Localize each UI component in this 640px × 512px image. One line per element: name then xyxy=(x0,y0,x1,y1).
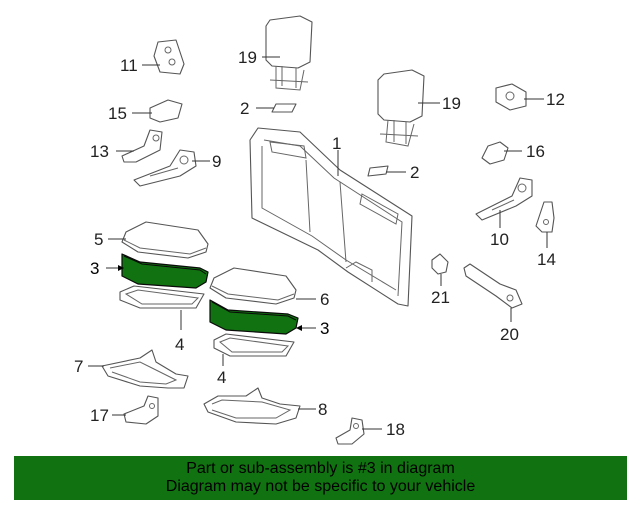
callout-8: 8 xyxy=(318,400,327,419)
bracket-18 xyxy=(335,417,365,445)
callout-16: 16 xyxy=(526,142,545,161)
headrest-left xyxy=(265,15,313,91)
callout-20: 20 xyxy=(500,325,519,344)
callout-5: 5 xyxy=(94,230,103,249)
headrest-right xyxy=(377,69,425,147)
callout-2a: 2 xyxy=(240,99,249,118)
bracket-17 xyxy=(123,395,159,425)
clip-2-upper xyxy=(271,103,297,113)
part-14 xyxy=(535,201,555,233)
bracket-20 xyxy=(463,263,523,309)
banner-line-1: Part or sub-assembly is #3 in diagram xyxy=(186,460,455,477)
hinge-10 xyxy=(475,177,533,221)
part-12 xyxy=(495,83,527,111)
callout-6: 6 xyxy=(320,290,329,309)
callout-17: 17 xyxy=(90,406,109,425)
info-banner: Part or sub-assembly is #3 in diagram Di… xyxy=(14,456,627,500)
callout-19a: 19 xyxy=(238,48,257,67)
callout-2b: 2 xyxy=(410,163,419,182)
cushion-pad-5 xyxy=(121,221,209,259)
frame-8 xyxy=(203,387,301,425)
callout-1: 1 xyxy=(332,134,341,153)
highlighted-part-3-left xyxy=(121,253,209,289)
arrow-3a xyxy=(118,265,124,271)
hinge-9 xyxy=(133,149,197,187)
frame-4-left xyxy=(119,285,205,309)
callout-15: 15 xyxy=(108,104,127,123)
callout-9: 9 xyxy=(212,152,221,171)
callout-14: 14 xyxy=(537,250,556,269)
callout-7: 7 xyxy=(74,357,83,376)
arrow-3b xyxy=(296,325,302,331)
callout-4a: 4 xyxy=(175,335,184,354)
callout-11: 11 xyxy=(120,56,138,75)
callout-13: 13 xyxy=(90,142,109,161)
frame-4-right xyxy=(213,333,295,357)
part-15 xyxy=(149,99,183,123)
cushion-pad-6 xyxy=(209,267,297,305)
part-21 xyxy=(431,253,449,275)
callout-10: 10 xyxy=(490,230,509,249)
highlighted-part-3-right xyxy=(209,299,299,335)
banner-line-2: Diagram may not be specific to your vehi… xyxy=(165,478,476,495)
seat-back-frame xyxy=(249,127,413,307)
callout-18: 18 xyxy=(386,420,405,439)
callout-12: 12 xyxy=(546,90,565,109)
callout-3a: 3 xyxy=(90,259,99,278)
callout-19b: 19 xyxy=(442,94,461,113)
part-13 xyxy=(121,129,163,163)
parts-diagram: 1 19 19 2 2 11 15 13 xyxy=(74,15,565,445)
bracket-11 xyxy=(153,39,185,75)
cap-16 xyxy=(481,141,509,165)
callout-3b: 3 xyxy=(320,319,329,338)
callout-4b: 4 xyxy=(217,368,226,387)
callout-21: 21 xyxy=(431,288,450,307)
frame-7 xyxy=(101,349,189,389)
clip-2-right xyxy=(367,165,389,177)
